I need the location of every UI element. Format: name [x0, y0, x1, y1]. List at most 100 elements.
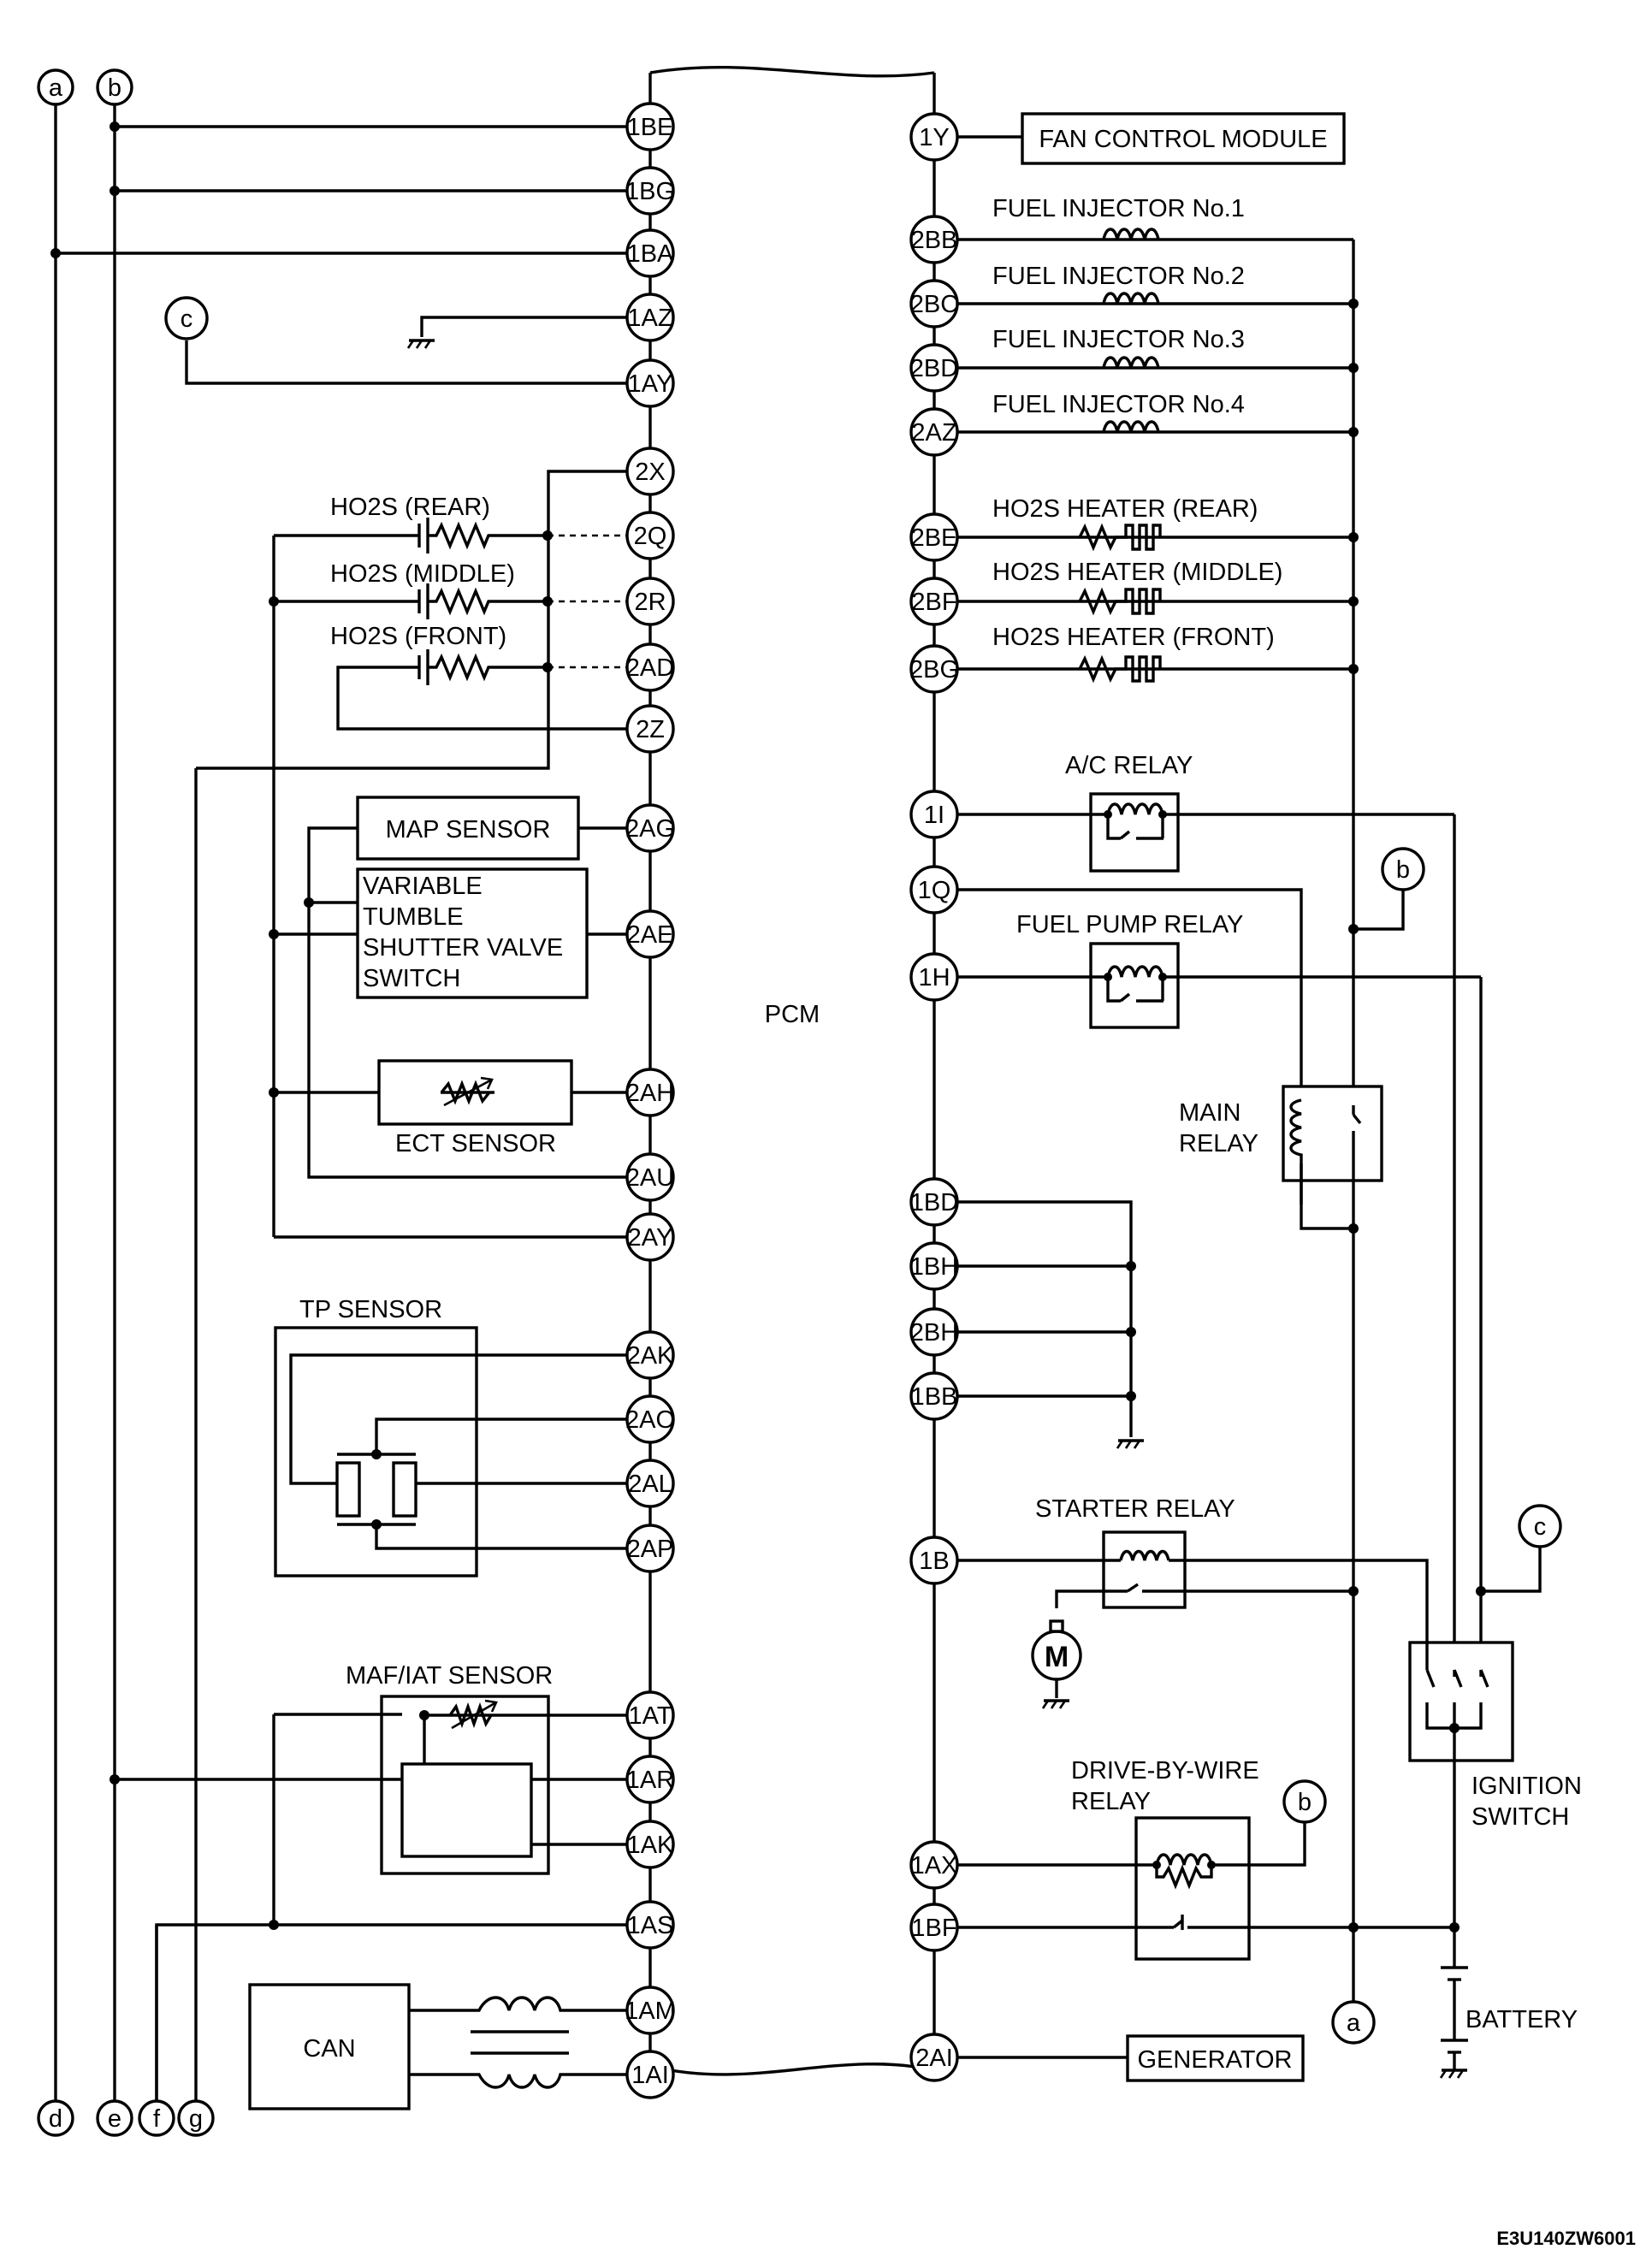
right-component-labels: FAN CONTROL MODULE FUEL INJECTOR No.1 FU…	[992, 126, 1582, 2074]
svg-text:1BD: 1BD	[910, 1189, 958, 1216]
ho2s-heater-front-label: HO2S HEATER (FRONT)	[992, 624, 1275, 651]
pcm-pin-right-1bh: 1BH	[909, 1241, 959, 1291]
ho2s-front-label: HO2S (FRONT)	[330, 623, 506, 650]
fuel-injector-4-label: FUEL INJECTOR No.4	[992, 391, 1245, 418]
drive-by-wire-relay-label-line2: RELAY	[1071, 1788, 1151, 1815]
pcm-pin-right-2bc: 2BC	[909, 279, 959, 329]
connector-a-bottom-right: a	[1331, 2000, 1376, 2045]
svg-text:1Q: 1Q	[918, 877, 951, 904]
fuel-injector-2-label: FUEL INJECTOR No.2	[992, 263, 1245, 290]
pcm-pin-left-2al: 2AL	[625, 1459, 675, 1508]
ect-sensor-label: ECT SENSOR	[395, 1130, 556, 1157]
svg-text:2AY: 2AY	[628, 1224, 673, 1252]
left-component-labels: HO2S (REAR) HO2S (MIDDLE) HO2S (FRONT) M…	[299, 494, 563, 2063]
svg-text:b: b	[108, 74, 121, 102]
svg-text:2AE: 2AE	[627, 921, 674, 949]
pcm-pin-left-2x: 2X	[625, 447, 675, 496]
vtsv-label-line1: VARIABLE	[363, 873, 483, 900]
vtsv-label-line3: SHUTTER VALVE	[363, 934, 563, 962]
fuel-pump-relay-box	[1089, 942, 1180, 1029]
connector-c-left: c	[164, 296, 209, 340]
svg-text:a: a	[1347, 2010, 1361, 2037]
can-box	[248, 1983, 411, 2110]
pcm-pin-right-1y: 1Y	[909, 112, 959, 162]
pcm-pin-left-1ar: 1AR	[625, 1755, 675, 1804]
pcm-pin-right-1h: 1H	[909, 952, 959, 1002]
svg-text:1AI: 1AI	[631, 2062, 669, 2089]
fuel-injector-3-label: FUEL INJECTOR No.3	[992, 326, 1245, 353]
pcm-pin-right-1q: 1Q	[909, 865, 959, 914]
figure-code: E3U140ZW6001	[1496, 2228, 1636, 2249]
svg-text:1AY: 1AY	[628, 370, 673, 398]
maf-iat-sensor-label: MAF/IAT SENSOR	[346, 1662, 553, 1690]
pcm-pin-right-2be: 2BE	[909, 512, 959, 562]
svg-text:1AT: 1AT	[628, 1702, 672, 1730]
svg-text:2AD: 2AD	[626, 654, 674, 682]
pcm-pin-right-2bf: 2BF	[909, 577, 959, 626]
svg-text:2BB: 2BB	[911, 227, 958, 254]
svg-text:1Y: 1Y	[919, 124, 949, 151]
pcm-pin-right-1ax: 1AX	[909, 1840, 959, 1890]
drive-by-wire-relay-label-line1: DRIVE-BY-WIRE	[1071, 1757, 1259, 1785]
svg-text:2Q: 2Q	[634, 523, 667, 550]
svg-text:1AZ: 1AZ	[627, 305, 672, 332]
pcm-pin-left-1ai: 1AI	[625, 2050, 675, 2099]
map-sensor-label: MAP SENSOR	[386, 816, 551, 843]
svg-text:2AZ: 2AZ	[911, 419, 956, 447]
svg-text:2AG: 2AG	[625, 815, 675, 843]
svg-text:2BD: 2BD	[910, 355, 958, 382]
connector-a-top: a	[37, 68, 74, 106]
ignition-switch-box	[1408, 1641, 1514, 1762]
svg-text:1AR: 1AR	[626, 1767, 674, 1794]
pcm-pin-right-1b: 1B	[909, 1536, 959, 1585]
ac-relay-label: A/C RELAY	[1065, 752, 1193, 779]
pcm-pin-left-2ay: 2AY	[625, 1212, 675, 1262]
svg-text:2R: 2R	[634, 589, 666, 616]
pcm-pin-left-2r: 2R	[625, 577, 675, 626]
main-relay-label-line1: MAIN	[1179, 1099, 1241, 1127]
pcm-pin-left-1as: 1AS	[625, 1900, 675, 1950]
pcm-pin-right-2bg: 2BG	[909, 644, 959, 694]
connector-b-drive-by-wire: b	[1282, 1779, 1327, 1824]
pcm-pin-right-2bb: 2BB	[909, 215, 959, 264]
svg-text:e: e	[108, 2105, 121, 2133]
pcm-pin-left-1be: 1BE	[625, 102, 675, 151]
svg-text:2AH: 2AH	[626, 1080, 674, 1107]
svg-text:2AP: 2AP	[627, 1536, 674, 1563]
svg-text:1I: 1I	[924, 802, 944, 829]
svg-text:2AO: 2AO	[625, 1406, 675, 1434]
pcm-body: PCM	[648, 66, 936, 2076]
pcm-left-pins: 1BE1BG1BA1AZ1AY2X2Q2R2AD2Z2AG2AE2AH2AU2A…	[625, 102, 676, 2099]
vtsv-label-line2: TUMBLE	[363, 903, 464, 931]
pcm-pin-left-1at: 1AT	[625, 1690, 675, 1740]
svg-text:1BG: 1BG	[625, 178, 675, 205]
svg-text:f: f	[153, 2105, 161, 2133]
heater-symbols	[1078, 523, 1162, 684]
tp-sensor-label: TP SENSOR	[299, 1296, 442, 1323]
svg-text:2BC: 2BC	[910, 291, 958, 318]
fan-control-module-label: FAN CONTROL MODULE	[1039, 126, 1327, 153]
svg-text:2X: 2X	[635, 459, 665, 486]
connector-e-bottom: e	[96, 2099, 133, 2137]
off-page-connectors: a b c d e f g b	[37, 68, 1562, 2137]
left-side-wiring	[50, 104, 628, 2110]
can-label: CAN	[303, 2035, 355, 2063]
starter-relay-box	[1102, 1530, 1187, 1609]
pcm-pin-left-2ap: 2AP	[625, 1524, 675, 1573]
pcm-pin-right-1bf: 1BF	[909, 1903, 959, 1952]
svg-text:1BA: 1BA	[627, 240, 674, 268]
starter-relay-label: STARTER RELAY	[1035, 1495, 1235, 1523]
svg-text:2BH: 2BH	[910, 1319, 958, 1347]
pcm-pin-right-1bd: 1BD	[909, 1177, 959, 1227]
pcm-pin-left-1bg: 1BG	[625, 166, 675, 216]
ac-relay-box	[1089, 792, 1180, 873]
pcm-pin-left-2au: 2AU	[625, 1152, 675, 1202]
pcm-pin-left-1ba: 1BA	[625, 228, 675, 278]
pcm-pin-left-1az: 1AZ	[625, 293, 675, 342]
main-relay-box	[1282, 1085, 1383, 1182]
ignition-switch-label-line1: IGNITION	[1471, 1773, 1582, 1800]
pcm-pin-right-2az: 2AZ	[909, 407, 959, 457]
pcm-pin-left-1am: 1AM	[625, 1986, 676, 2035]
svg-text:1AS: 1AS	[627, 1912, 674, 1939]
